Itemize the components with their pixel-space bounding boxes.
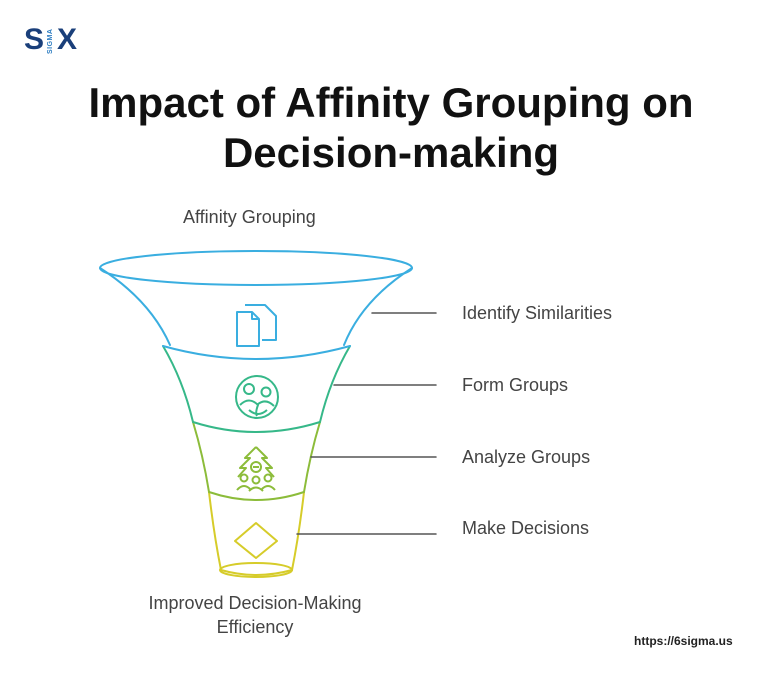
diamond-icon	[234, 522, 278, 559]
funnel-segment-2	[162, 345, 194, 423]
page-title: Impact of Affinity Grouping on Decision-…	[0, 78, 782, 178]
group-icon	[235, 375, 279, 419]
growth-team-icon	[236, 446, 276, 492]
logo-letter-x: X	[57, 23, 78, 56]
funnel-segment-3	[192, 421, 210, 493]
bottom-label-line-2: Efficiency	[216, 617, 294, 637]
bottom-label-line-1: Improved Decision-Making	[148, 593, 362, 613]
funnel-bottom-label: Improved Decision-Making Efficiency	[120, 591, 390, 639]
stage-label-analyze-groups: Analyze Groups	[462, 447, 591, 467]
funnel-rim	[99, 250, 413, 286]
stage-label-identify-similarities: Identify Similarities	[462, 303, 613, 323]
logo-letter-s: S	[24, 23, 45, 56]
title-line-1: Impact of Affinity Grouping on	[88, 79, 694, 126]
stage-label-make-decisions: Make Decisions	[462, 518, 590, 538]
documents-icon	[236, 304, 277, 347]
funnel-segment-4	[208, 491, 222, 571]
stage-label-form-groups: Form Groups	[462, 375, 569, 395]
funnel-top-label: Affinity Grouping	[183, 207, 316, 227]
logo: S SIGMA X	[24, 24, 84, 58]
footer-url: https://6sigma.us	[634, 634, 733, 648]
title-line-2: Decision-making	[222, 129, 560, 176]
